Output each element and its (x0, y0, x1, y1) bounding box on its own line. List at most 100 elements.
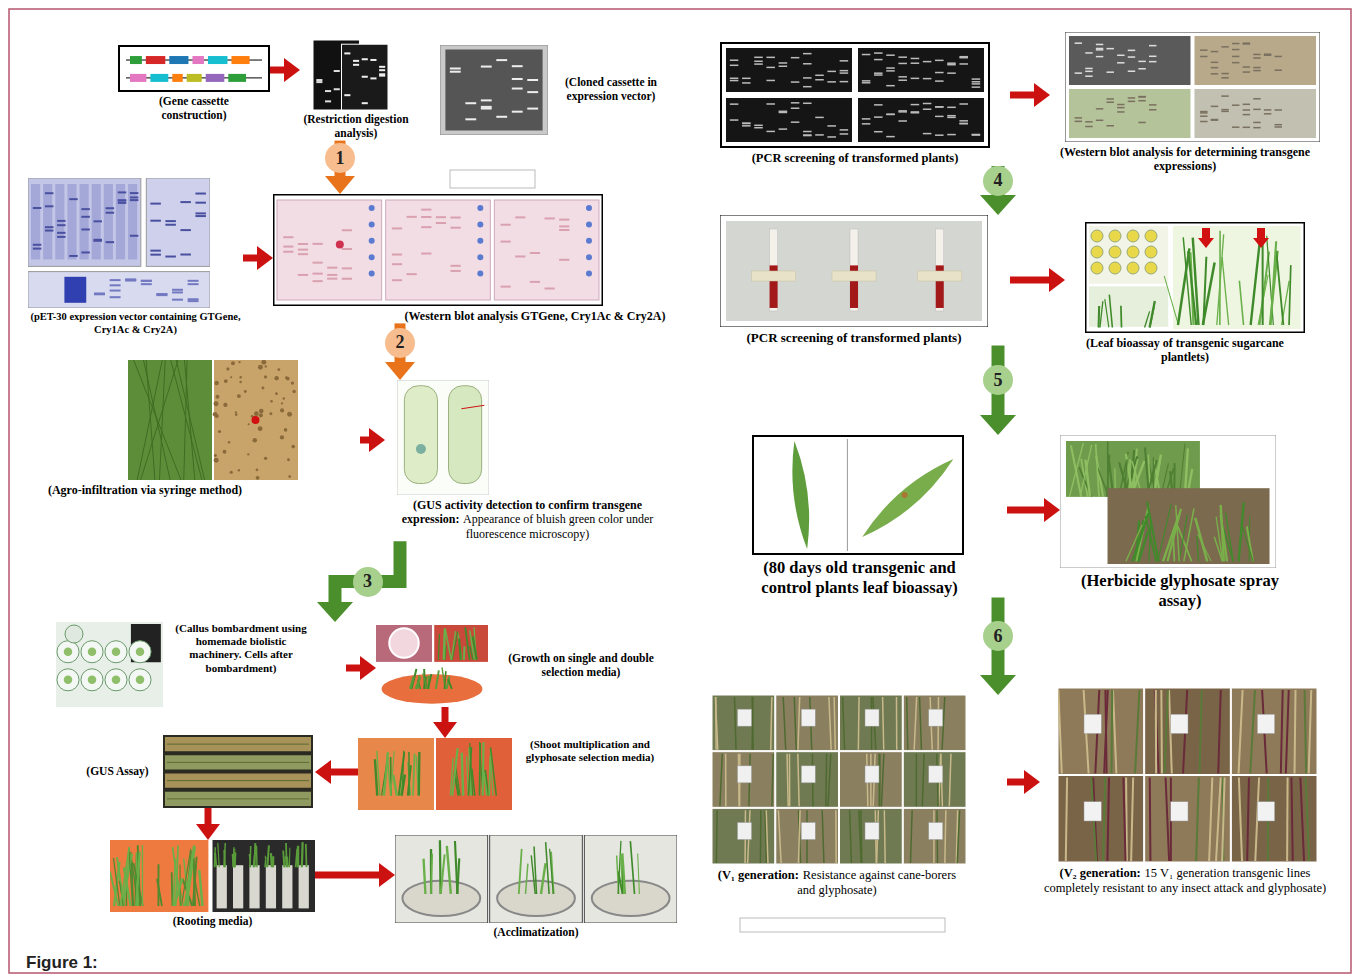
flow-arrow (270, 67, 284, 74)
panel-caption: (Acclimatization) (395, 926, 677, 940)
figure-panel: (GUS Assay) (80, 735, 315, 808)
panel-photo (1060, 435, 1276, 568)
figure-panel: (Growth on single and double selection m… (376, 625, 671, 707)
panel-photo (397, 380, 489, 495)
figure-panel: (Western blot analysis GTGene, Cry1Ac & … (273, 194, 685, 323)
panel-body: (Western blot analysis for determining t… (1050, 32, 1320, 174)
step-number: 5 (983, 365, 1013, 395)
panel-body: (GUS activity detection to confirm trans… (385, 380, 670, 541)
figure-panel: (Agro-infiltration via syringe method) (40, 360, 360, 497)
panel-body: (Cloned cassette in expression vector) (440, 45, 670, 135)
panel-body: (V₂ generation:15 V₁ generation transgen… (1040, 688, 1330, 896)
figure-panel: (V₂ generation:15 V₁ generation transgen… (1040, 688, 1330, 896)
figure-panel: (V₁ generation:Resistance against cane-b… (712, 695, 1007, 898)
panel-body: (PCR screening of transformed plants) (720, 215, 1010, 346)
step-number: 1 (325, 143, 355, 173)
figure-panel: (Shoot multiplication and glyphosate sel… (358, 738, 663, 810)
panel-body: (Western blot analysis GTGene, Cry1Ac & … (273, 194, 685, 323)
flow-arrow (360, 437, 369, 444)
panel-caption: (Growth on single and double selection m… (496, 652, 666, 680)
caption-heading: (Western blot analysis GTGene, Cry1Ac & … (405, 309, 666, 323)
caption-heading: (80 days old transgenic and control plan… (761, 558, 957, 597)
panel-photo (56, 622, 163, 707)
flow-arrow (315, 872, 379, 879)
panel-caption: (Western blot analysis GTGene, Cry1Ac & … (385, 309, 685, 323)
panel-caption: (Rooting media) (110, 915, 315, 929)
figure-panel: (80 days old transgenic and control plan… (752, 435, 1007, 598)
panel-body: (Callus bombardment using homemade bioli… (56, 622, 346, 707)
caption-heading: (PCR screening of transformed plants) (747, 330, 962, 345)
panel-body: (pET-30 expression vector containing GTG… (28, 178, 243, 336)
panel-caption: (GUS Assay) (80, 765, 155, 779)
empty-box (740, 918, 945, 932)
figure-panel: (Cloned cassette in expression vector) (440, 45, 670, 135)
panel-body: (V₁ generation:Resistance against cane-b… (712, 695, 1007, 898)
caption-heading: (GUS Assay) (86, 765, 148, 777)
figure-panel: (Gene cassette construction) (118, 45, 270, 123)
step-number: 3 (353, 567, 383, 597)
caption-heading: (V₂ generation: (1060, 866, 1141, 880)
figure-panel: (PCR screening of transformed plants) (720, 42, 1010, 166)
caption-heading: (Herbicide glyphosate spray assay) (1081, 571, 1279, 610)
panel-photo (376, 625, 488, 707)
panel-caption: (V₁ generation:Resistance against cane-b… (712, 868, 962, 898)
panel-photo (110, 840, 315, 912)
frame-border (9, 9, 1351, 973)
caption-heading: (Callus bombardment using homemade bioli… (175, 622, 306, 674)
panel-body: (Restriction digestion analysis) (300, 40, 412, 141)
panel-photo (273, 194, 603, 306)
panel-body: (Agro-infiltration via syringe method) (40, 360, 360, 497)
panel-body: (Rooting media) (110, 840, 315, 929)
panel-caption: (80 days old transgenic and control plan… (752, 558, 967, 598)
panel-caption: (Leaf bioassay of transgenic sugarcane p… (1065, 336, 1305, 365)
figure-panel: (Restriction digestion analysis) (300, 40, 412, 141)
panel-body: (Gene cassette construction) (118, 45, 270, 123)
caption-body: Resistance against cane-borers and glyph… (797, 868, 956, 897)
caption-heading: (Cloned cassette in expression vector) (565, 76, 657, 102)
panel-body: (Acclimatization) (395, 835, 677, 940)
flow-arrow (1010, 92, 1034, 99)
flow-arrow (1007, 779, 1024, 786)
panel-photo (440, 45, 548, 135)
panel-caption: (Callus bombardment using homemade bioli… (171, 622, 311, 675)
panel-body: (Shoot multiplication and glyphosate sel… (358, 738, 663, 810)
caption-heading: (PCR screening of transformed plants) (752, 151, 959, 165)
caption-heading: (Restriction digestion analysis) (303, 113, 408, 139)
panel-caption: (Gene cassette construction) (134, 95, 254, 123)
panel-photo (128, 360, 298, 480)
caption-heading: (Rooting media) (173, 915, 253, 927)
caption-heading: (pET-30 expression vector containing GTG… (30, 311, 240, 335)
panel-photo (1065, 32, 1320, 142)
flow-arrow (442, 707, 449, 722)
figure-panel: (Western blot analysis for determining t… (1050, 32, 1320, 174)
panel-caption: (Restriction digestion analysis) (300, 113, 412, 141)
panel-caption: (PCR screening of transformed plants) (720, 151, 990, 166)
flow-arrow (335, 541, 400, 602)
caption-heading: (V₁ generation: (718, 868, 799, 882)
flow-arrow (1007, 507, 1044, 514)
panel-photo (358, 738, 512, 810)
panel-caption: (PCR screening of transformed plants) (720, 330, 988, 346)
panel-photo (720, 215, 988, 327)
caption-heading: (Western blot analysis for determining t… (1060, 145, 1310, 173)
figure-panel: (Leaf bioassay of transgenic sugarcane p… (1065, 222, 1305, 365)
panel-photo (118, 45, 270, 92)
figure-panel: (Rooting media) (110, 840, 315, 929)
panel-caption: (Western blot analysis for determining t… (1050, 145, 1320, 174)
figure-panel: (Callus bombardment using homemade bioli… (56, 622, 346, 707)
step-number: 4 (983, 166, 1013, 196)
step-number: 2 (385, 328, 415, 358)
panel-photo (28, 178, 210, 308)
caption-body: Appearance of bluish green color under f… (463, 512, 653, 540)
panel-body: (GUS Assay) (80, 735, 315, 808)
figure-caption: Figure 1: (26, 953, 98, 973)
panel-caption: (V₂ generation:15 V₁ generation transgen… (1040, 866, 1330, 896)
figure-panel: (pET-30 expression vector containing GTG… (28, 178, 243, 336)
flow-arrow (346, 665, 360, 672)
flow-arrow (1010, 277, 1049, 284)
caption-heading: (Leaf bioassay of transgenic sugarcane p… (1086, 336, 1284, 364)
panel-photo (395, 835, 677, 923)
caption-heading: (Shoot multiplication and glyphosate sel… (526, 738, 654, 763)
panel-photo (313, 40, 388, 110)
